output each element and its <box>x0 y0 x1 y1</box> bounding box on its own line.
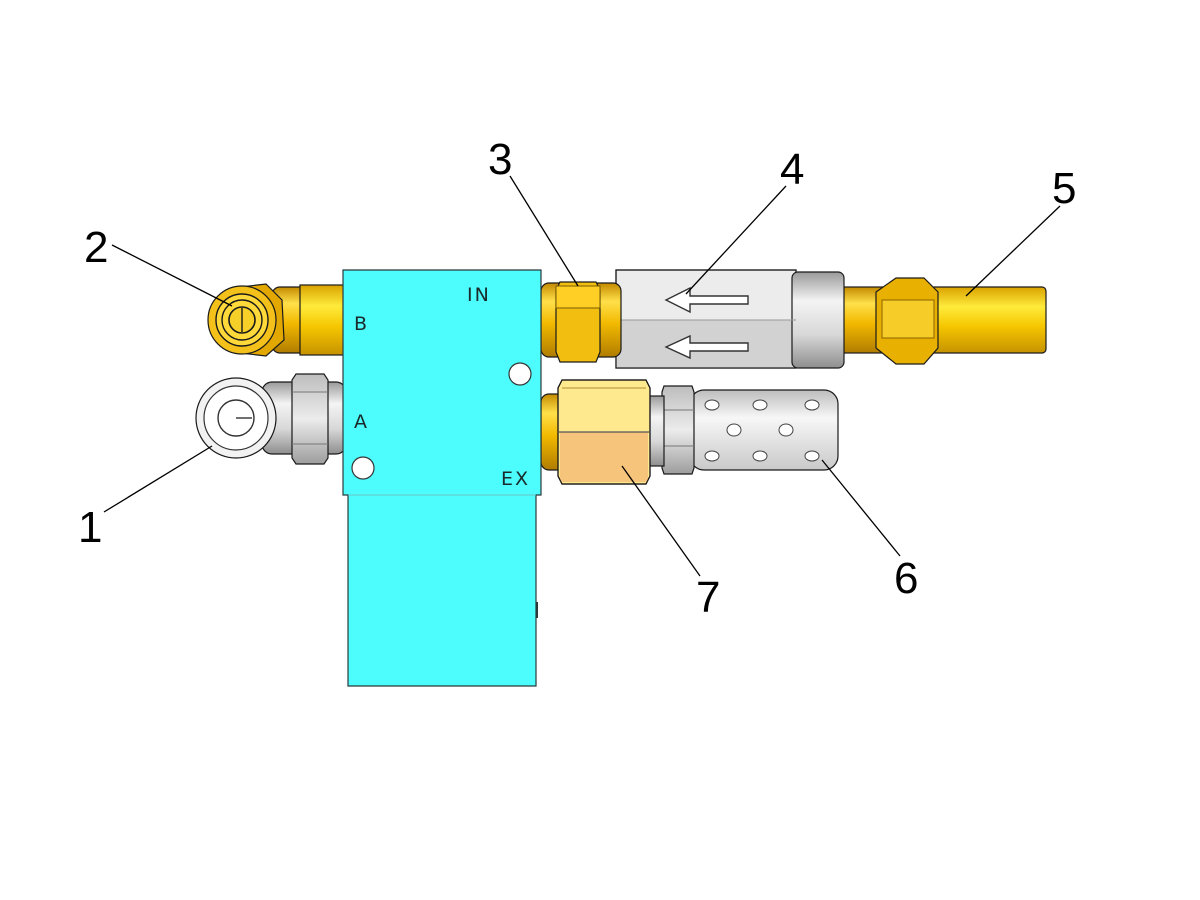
callout-2: 2 <box>84 223 108 272</box>
muffler-vent-holes <box>704 399 820 462</box>
leader-line-4 <box>685 185 787 295</box>
leader-line-2 <box>111 244 233 307</box>
mounting-hole-lower <box>351 456 375 480</box>
callout-6: 6 <box>894 554 918 603</box>
leader-line-3 <box>509 175 579 287</box>
brass-elbow-fitting-part-2 <box>207 283 347 357</box>
leader-line-7 <box>621 465 701 577</box>
port-label-b: B <box>354 313 369 335</box>
solenoid-valve-body: IN B A EX <box>342 269 542 687</box>
brass-nipple-part-3 <box>540 281 622 363</box>
flow-control-valve-part-4 <box>615 269 845 369</box>
callout-3: 3 <box>488 135 512 184</box>
port-label-in: IN <box>467 284 491 306</box>
leader-line-6 <box>821 459 901 557</box>
flow-arrow-lower-icon <box>664 334 749 360</box>
mounting-hole-upper <box>508 362 532 386</box>
callout-1: 1 <box>78 503 102 552</box>
callout-labels: 1 2 3 4 5 6 7 <box>78 135 1076 622</box>
callout-7: 7 <box>696 573 720 622</box>
callout-5: 5 <box>1052 164 1076 213</box>
steel-elbow-fitting-part-1 <box>195 373 347 465</box>
exhaust-adapter-part-7 <box>540 379 651 485</box>
callout-4: 4 <box>780 145 804 194</box>
leader-line-5 <box>965 205 1061 297</box>
leader-line-1 <box>103 445 213 513</box>
port-label-ex: EX <box>501 468 530 490</box>
muffler-silencer-part-6 <box>639 385 839 475</box>
hose-tube-part-5 <box>839 277 1047 365</box>
leader-lines <box>103 175 1061 577</box>
port-label-a: A <box>354 411 369 433</box>
